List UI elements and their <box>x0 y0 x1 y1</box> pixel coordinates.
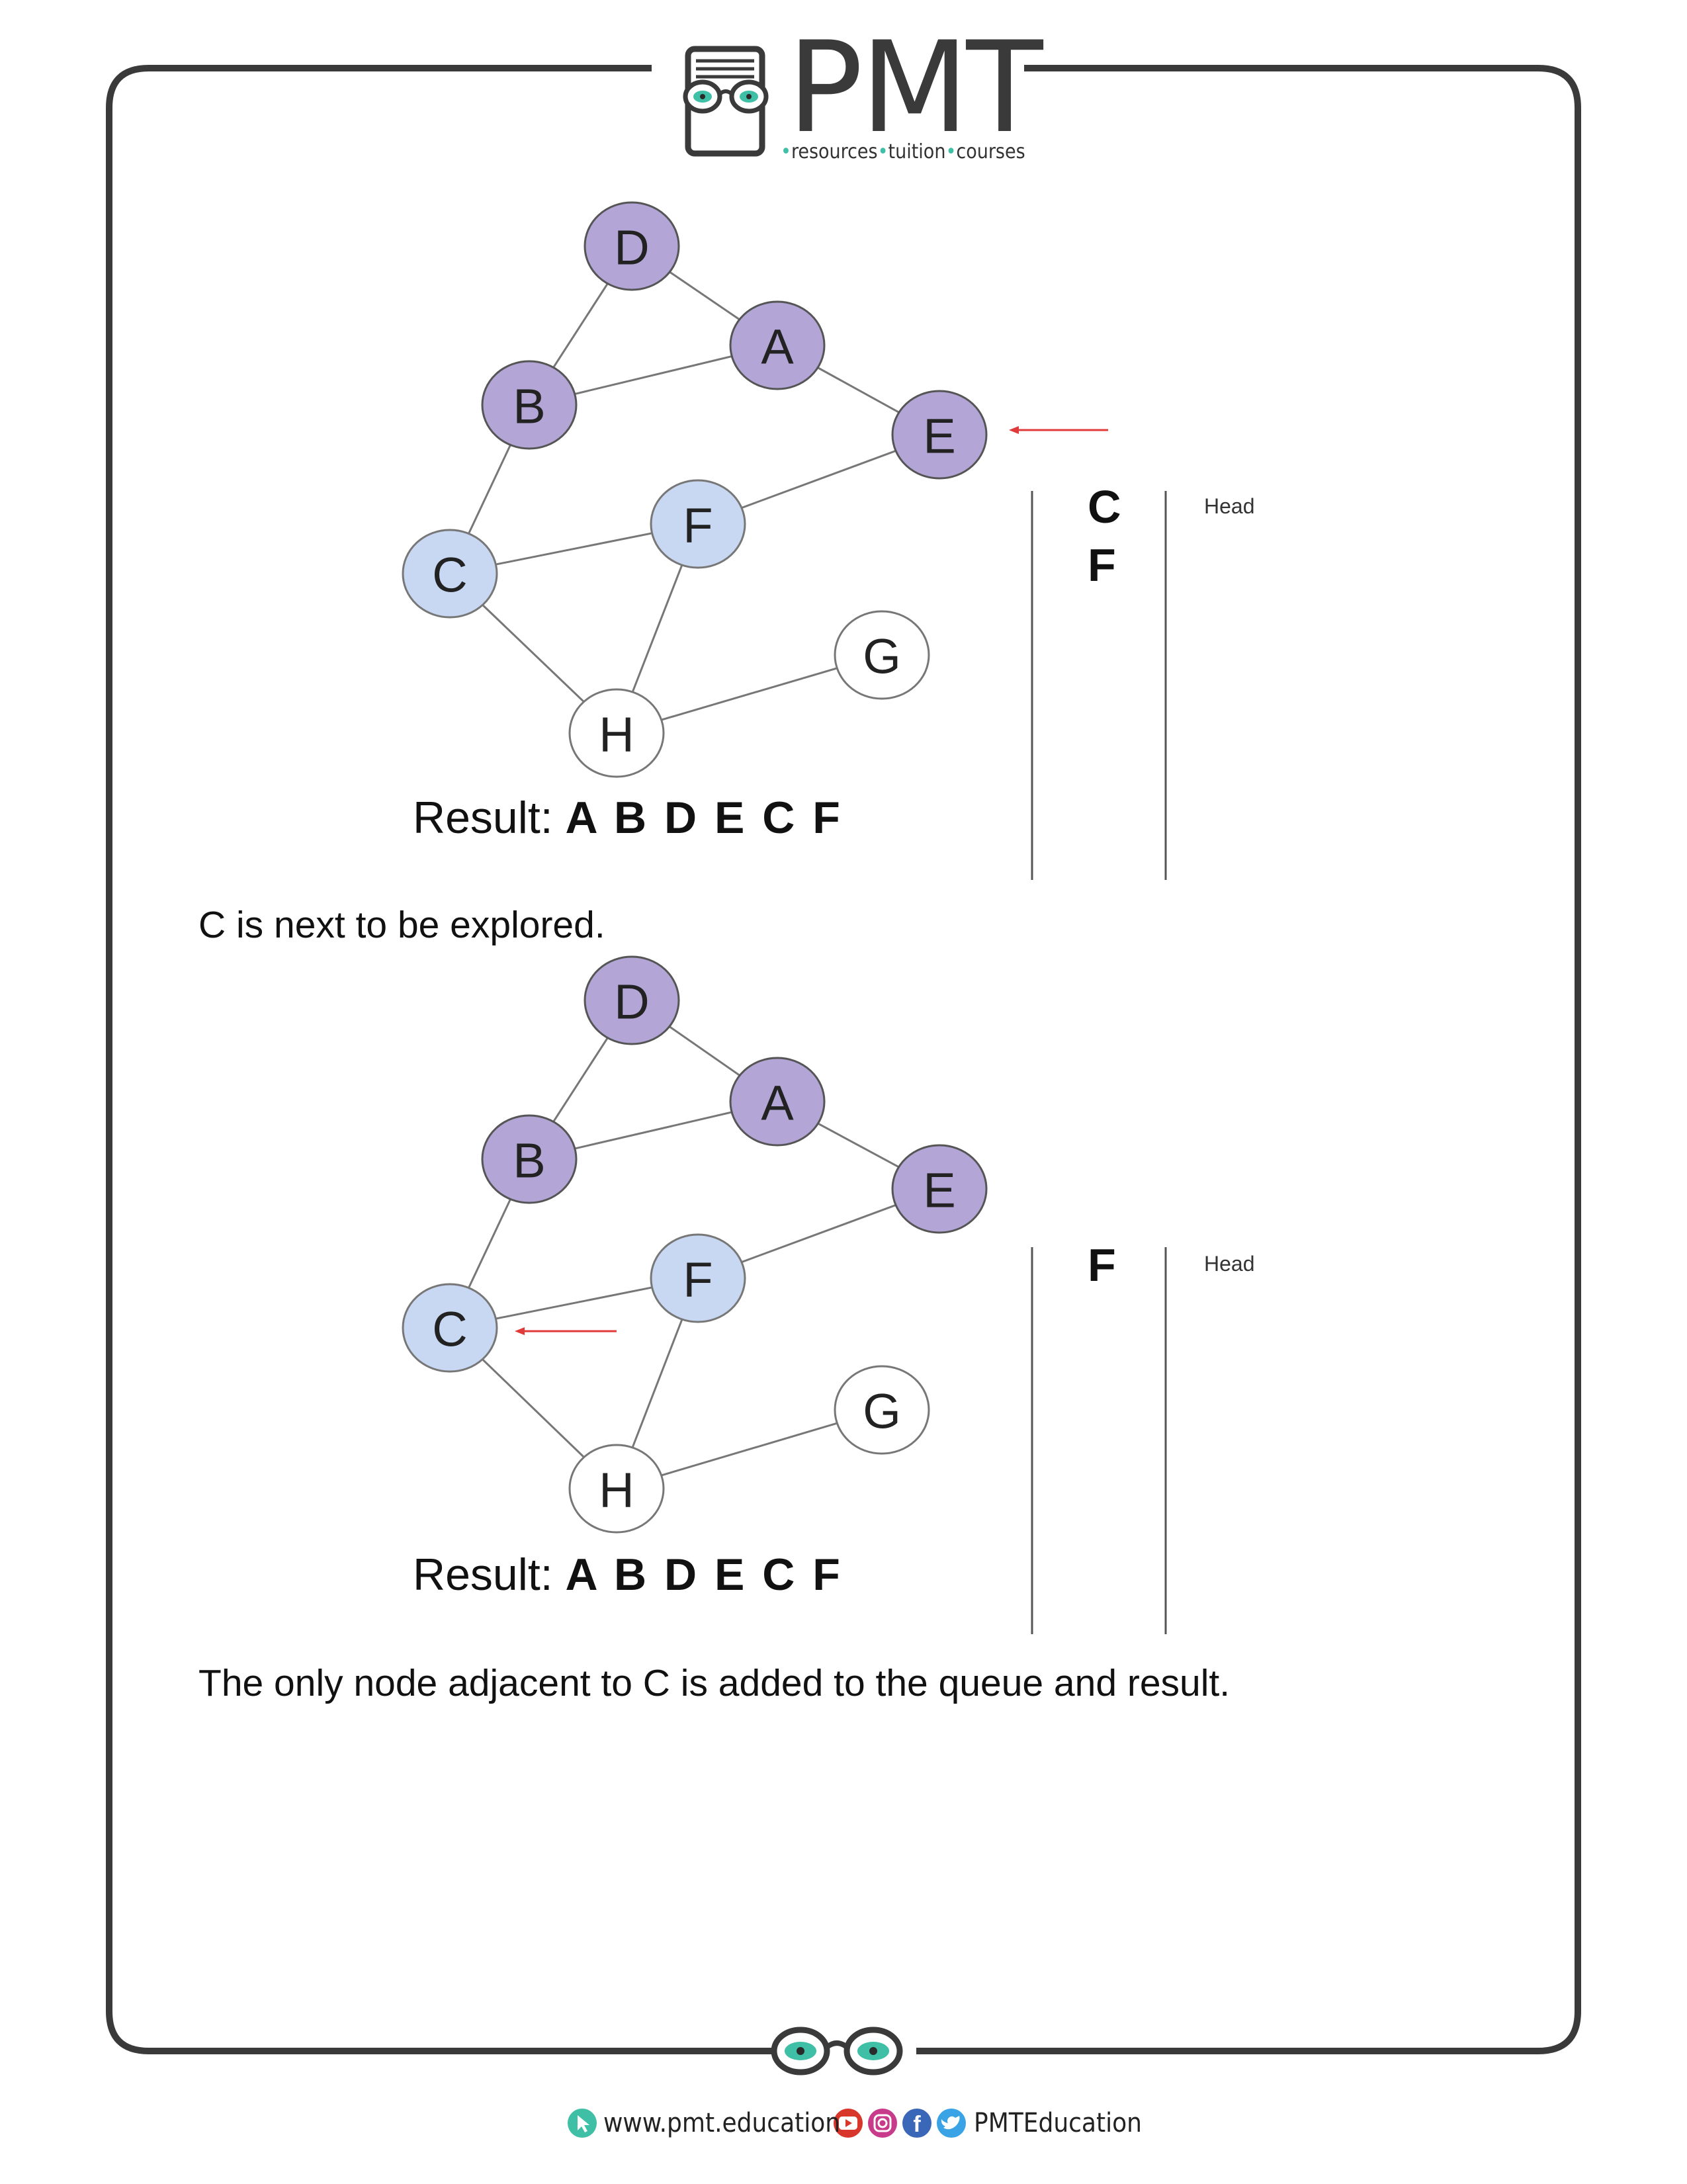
queue-1-head-label: Head <box>1204 494 1255 518</box>
node-e: E <box>891 1144 988 1234</box>
result-prefix: Result: <box>413 1550 566 1600</box>
svg-text:A: A <box>761 1076 794 1131</box>
node-h: H <box>568 688 665 778</box>
result-line-2: Result: A B D E C F <box>413 1550 843 1600</box>
svg-text:C: C <box>432 548 467 603</box>
node-f: F <box>650 1233 746 1323</box>
graph-2-pointer-arrow <box>515 1327 617 1335</box>
caption-first: C is next to be explored. <box>198 904 605 946</box>
svg-text:E: E <box>923 409 955 464</box>
node-c: C <box>402 529 498 619</box>
cursor-icon <box>568 2109 597 2138</box>
svg-text:H: H <box>599 707 634 762</box>
svg-text:E: E <box>923 1163 955 1218</box>
node-a: A <box>729 1057 826 1147</box>
svg-text:F: F <box>683 1252 713 1307</box>
twitter-icon <box>937 2109 966 2138</box>
graph-2-nodes: D A B E F C G H <box>402 955 988 1534</box>
node-d: D <box>584 955 680 1045</box>
footer-social-handle[interactable]: PMTEducation <box>974 2108 1142 2138</box>
node-c: C <box>402 1283 498 1373</box>
node-f: F <box>650 479 746 569</box>
svg-text:C: C <box>432 1302 467 1357</box>
youtube-icon <box>834 2109 863 2138</box>
result-values: A B D E C F <box>565 793 843 843</box>
svg-text:G: G <box>863 629 901 684</box>
svg-text:D: D <box>614 220 649 275</box>
pmt-logo-icon <box>683 46 769 157</box>
svg-text:G: G <box>863 1384 901 1439</box>
svg-text:B: B <box>513 379 545 434</box>
graph-1-pointer-arrow <box>1009 426 1108 434</box>
caption-second: The only node adjacent to C is added to … <box>198 1662 1231 1704</box>
logo-wordmark: PMT <box>787 15 1043 161</box>
node-b: B <box>481 360 578 450</box>
node-h: H <box>568 1444 665 1534</box>
svg-text:B: B <box>513 1133 545 1188</box>
queue-1-item-f: F <box>1088 539 1116 591</box>
svg-text:f: f <box>913 2112 921 2137</box>
svg-text:D: D <box>614 975 649 1029</box>
tagline-tuition: tuition <box>888 140 946 163</box>
svg-text:A: A <box>761 320 794 374</box>
result-line-1: Result: A B D E C F <box>413 793 843 843</box>
queue-2-head-label: Head <box>1204 1252 1255 1276</box>
footer-glasses-icon <box>771 2027 903 2075</box>
page-frame <box>106 65 1581 2054</box>
queue-1-lines <box>1031 491 1167 880</box>
node-a: A <box>729 300 826 390</box>
queue-1-item-c: C <box>1088 481 1121 533</box>
facebook-icon: f <box>902 2109 931 2138</box>
footer-website-link[interactable]: www.pmt.education <box>603 2108 841 2138</box>
result-values: A B D E C F <box>565 1550 843 1600</box>
queue-2-lines <box>1031 1247 1167 1634</box>
instagram-icon <box>868 2109 897 2138</box>
node-g: G <box>834 610 930 700</box>
svg-text:F: F <box>683 498 713 553</box>
node-e: E <box>891 390 988 480</box>
node-g: G <box>834 1365 930 1455</box>
result-prefix: Result: <box>413 793 566 843</box>
graph-1-nodes: D A B E F C G H <box>402 201 988 778</box>
logo-tagline: •resources•tuition•courses <box>781 140 1025 163</box>
tagline-resources: resources <box>791 140 878 163</box>
tagline-courses: courses <box>956 140 1025 163</box>
node-d: D <box>584 201 680 291</box>
node-b: B <box>481 1114 578 1204</box>
queue-2-item-f: F <box>1088 1239 1116 1291</box>
svg-text:H: H <box>599 1463 634 1518</box>
